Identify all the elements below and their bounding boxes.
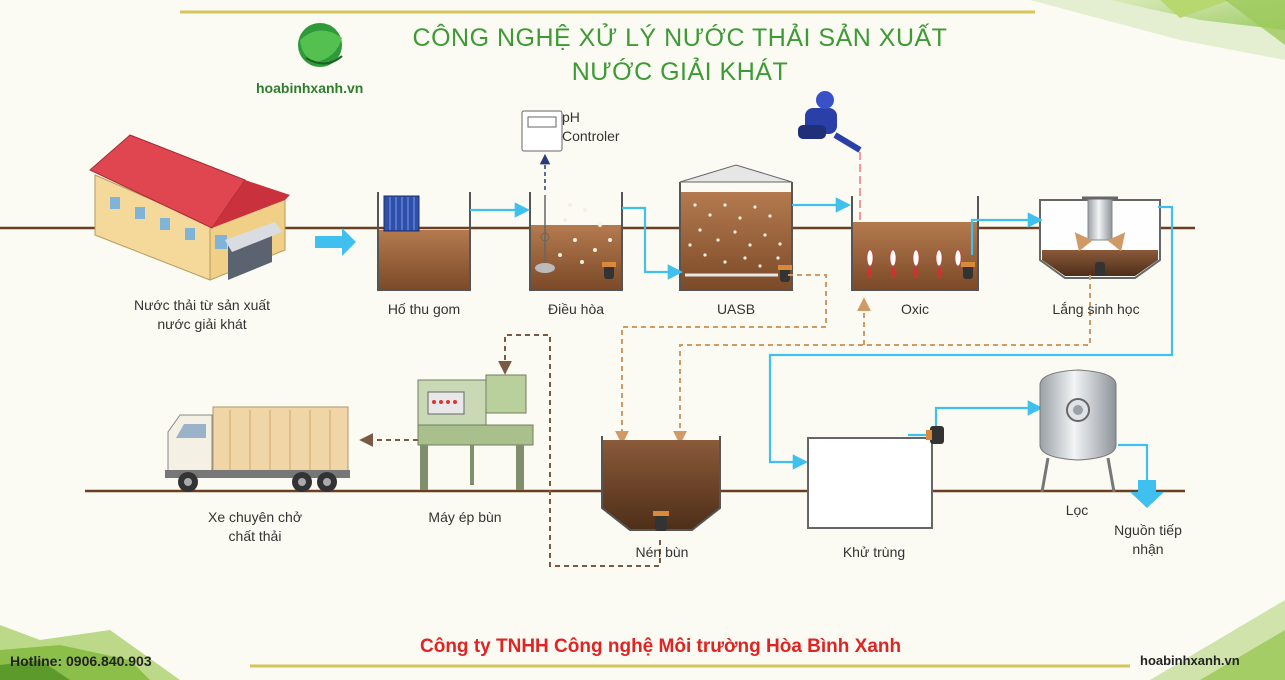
sludge-press-lines [359,334,661,567]
settling-label: Lắng sinh học [1052,301,1140,317]
sludge-thickener-label: Nén bùn [635,544,689,560]
disinfection-tank [807,426,944,529]
filter-label: Lọc [1065,502,1089,518]
receiving-label: Nguồn tiếp nhận [1098,521,1198,559]
settling-tank [1039,196,1161,279]
ph-label-line-1: pH [562,109,580,125]
factory-icon [89,134,290,281]
uasb-reactor [679,164,793,291]
collection-label: Hố thu gom [387,301,461,317]
ph-controller-icon [521,110,563,190]
corner-decoration-bottom-right [1150,600,1285,680]
truck-icon [165,406,350,492]
corner-decoration-bottom-left [0,625,180,680]
water-flow-lines [470,197,1174,480]
receiving-label-line-2: nhận [1132,541,1164,557]
blower-icon [798,91,862,153]
truck-label: Xe chuyên chở chất thải [190,508,320,546]
sludge-press-icon [417,374,534,490]
ph-label-line-2: Controler [562,128,620,144]
website-link[interactable]: hoabinhxanh.vn [1140,653,1240,668]
pressure-filter-icon [1039,369,1117,493]
truck-label-line-2: chất thải [228,528,282,544]
diagram-title-line-2: NƯỚC GIẢI KHÁT [571,58,789,86]
ph-controller-label: pH Controler [562,108,620,146]
receiving-label-line-1: Nguồn tiếp [1114,522,1182,538]
equalization-tank [529,192,623,291]
diagram-title-line-1: CÔNG NGHỆ XỬ LÝ NƯỚC THẢI SẢN XUẤT [412,24,948,52]
logo-text: hoabinhxanh.vn [256,80,364,96]
uasb-label: UASB [716,301,756,317]
disinfection-label: Khử trùng [842,544,906,560]
oxic-tank [851,196,979,291]
sludge-thickener-tank [601,436,721,531]
sludge-press-label: Máy ép bùn [428,509,502,525]
source-label-line-2: nước giải khát [157,316,247,332]
collection-tank [377,192,471,291]
corner-decoration-top-right [1030,0,1285,60]
hotline: Hotline: 0906.840.903 [10,653,152,669]
oxic-label: Oxic [901,301,929,317]
truck-label-line-1: Xe chuyên chở [207,509,302,525]
logo-icon [298,23,343,67]
inflow-arrow-icon [315,228,356,256]
outflow-arrow-icon [1130,480,1164,508]
sludge-lines [615,274,1091,445]
equalization-label: Điều hòa [547,301,605,317]
company-name: Công ty TNHH Công nghệ Môi trường Hòa Bì… [420,636,902,657]
source-label: Nước thải từ sản xuất nước giải khát [102,296,302,334]
source-label-line-1: Nước thải từ sản xuất [133,297,271,313]
